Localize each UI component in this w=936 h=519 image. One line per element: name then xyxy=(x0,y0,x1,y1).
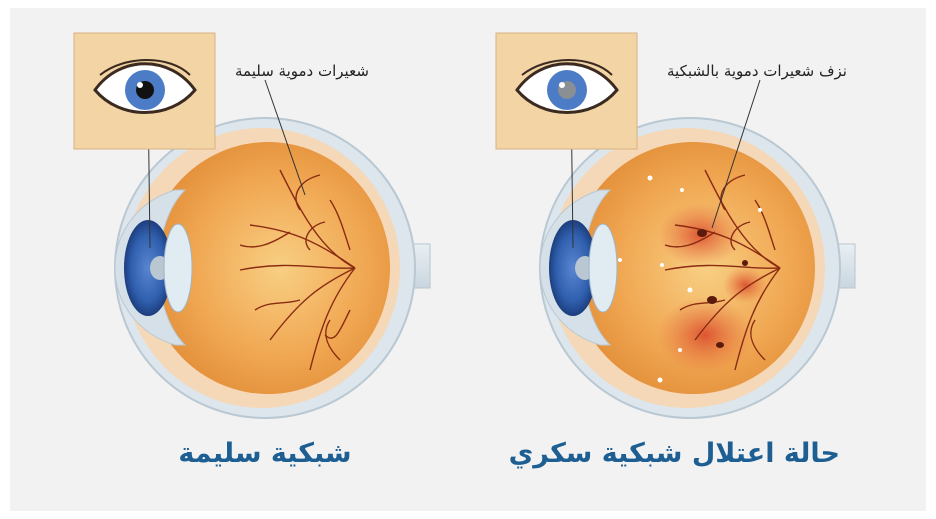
lens xyxy=(589,224,617,312)
healthy-retina-caption: شبكية سليمة xyxy=(145,438,385,469)
hemorrhage-patch xyxy=(657,297,753,373)
eye-icon xyxy=(517,60,617,113)
eye-icon xyxy=(95,60,195,113)
diabetic-retinopathy-caption: حالة اعتلال شبكية سكري xyxy=(520,438,840,469)
lens xyxy=(164,224,192,312)
healthy-vessels-label: شعيرات دموية سليمة xyxy=(235,62,369,80)
hemorrhage-label: نزف شعيرات دموية بالشبكية xyxy=(667,62,847,80)
